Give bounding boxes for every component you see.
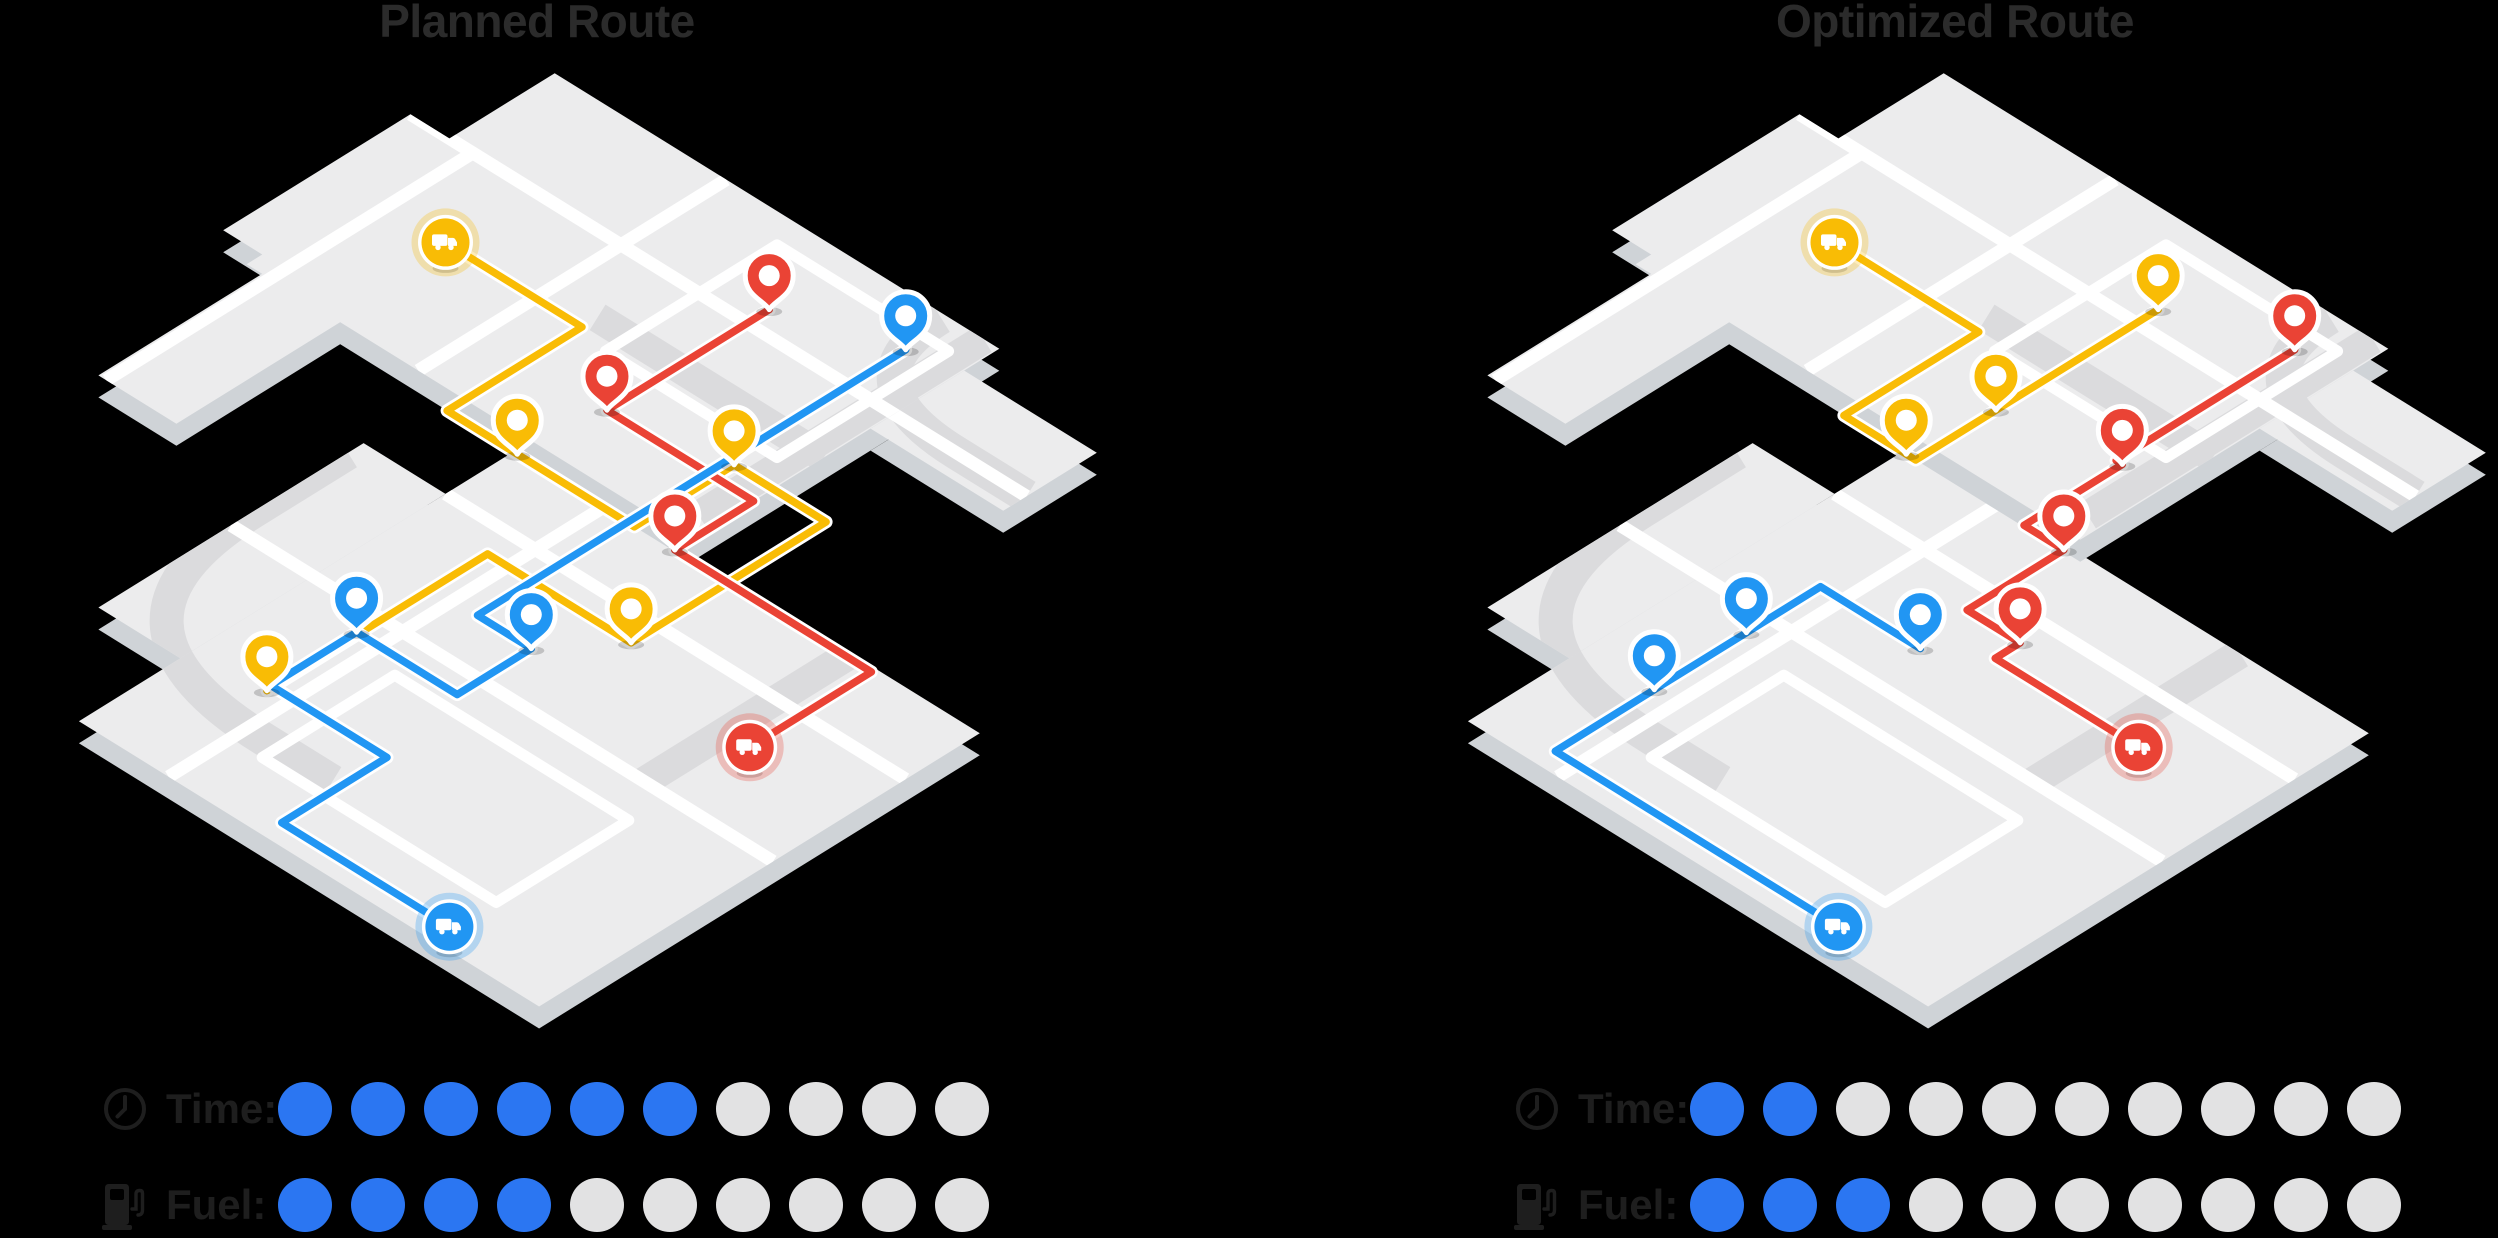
map-pin <box>879 289 933 353</box>
time-dot <box>2128 1082 2182 1136</box>
fuel-dot <box>497 1178 551 1232</box>
fuel-dot <box>570 1178 624 1232</box>
time-dot <box>351 1082 405 1136</box>
time-dot <box>1836 1082 1890 1136</box>
time-dot <box>2347 1082 2401 1136</box>
planned-route-map <box>78 73 1097 1029</box>
fuel-dot <box>862 1178 916 1232</box>
fuel-dot <box>278 1178 332 1232</box>
fuel-dot <box>2128 1178 2182 1232</box>
time-indicator-row: Time: <box>102 1081 989 1137</box>
time-dot <box>935 1082 989 1136</box>
fuel-dot <box>1836 1178 1890 1232</box>
clock-icon <box>1516 1088 1558 1130</box>
map-pin <box>2131 249 2185 313</box>
time-label: Time: <box>166 1085 278 1132</box>
map-pin <box>1719 572 1773 636</box>
map-pin <box>1627 629 1681 693</box>
time-dot <box>570 1082 624 1136</box>
time-dot <box>1982 1082 2036 1136</box>
time-dot <box>1763 1082 1817 1136</box>
fuel-dot <box>716 1178 770 1232</box>
map-pin <box>742 249 796 313</box>
time-label: Time: <box>1578 1085 1690 1132</box>
time-dot <box>789 1082 843 1136</box>
time-dot <box>2055 1082 2109 1136</box>
truck-marker <box>2104 713 2173 782</box>
map-pin <box>330 571 384 635</box>
map-pin <box>604 582 658 646</box>
fuel-dots <box>278 1178 989 1232</box>
fuel-pump-icon <box>102 1184 145 1230</box>
truck-marker <box>715 713 784 782</box>
fuel-pump-icon <box>1514 1184 1557 1230</box>
fuel-indicator-row: Fuel: <box>1514 1177 2401 1233</box>
time-dot <box>278 1082 332 1136</box>
map-pin <box>2268 289 2322 353</box>
fuel-dot <box>2201 1178 2255 1232</box>
fuel-dot <box>643 1178 697 1232</box>
panel-planned-route: Planned Route Time: Fuel: <box>78 0 1097 1233</box>
map-pin <box>2037 489 2091 553</box>
time-dot <box>716 1082 770 1136</box>
time-dot <box>2274 1082 2328 1136</box>
fuel-dot <box>1690 1178 1744 1232</box>
time-dots <box>278 1082 989 1136</box>
time-dot <box>643 1082 697 1136</box>
fuel-dot <box>2055 1178 2109 1232</box>
map-pin <box>580 349 634 413</box>
time-dot <box>1909 1082 1963 1136</box>
fuel-dot <box>424 1178 478 1232</box>
map-pin <box>504 588 558 652</box>
map-pin <box>240 630 294 694</box>
panel-optimized-route: Optimized Route Time: Fuel: <box>1249 0 2498 1238</box>
truck-marker <box>1800 208 1869 277</box>
clock-icon <box>104 1088 146 1130</box>
time-dot <box>2201 1082 2255 1136</box>
time-dot <box>424 1082 478 1136</box>
fuel-label: Fuel: <box>166 1181 267 1228</box>
map-pin <box>1879 393 1933 457</box>
fuel-dot <box>1982 1178 2036 1232</box>
map-pin <box>1993 582 2047 646</box>
page-title: Planned Route <box>379 0 695 47</box>
fuel-dot <box>2347 1178 2401 1232</box>
fuel-dot <box>2274 1178 2328 1232</box>
map-pin <box>1969 349 2023 413</box>
fuel-dot <box>935 1178 989 1232</box>
map-pin <box>490 393 544 457</box>
map-pin <box>2095 403 2149 467</box>
fuel-dots <box>1690 1178 2401 1232</box>
map-pin <box>707 404 761 468</box>
fuel-dot <box>789 1178 843 1232</box>
fuel-dot <box>1763 1178 1817 1232</box>
time-dot <box>862 1082 916 1136</box>
time-dot <box>1690 1082 1744 1136</box>
fuel-dot <box>351 1178 405 1232</box>
truck-marker <box>411 208 480 277</box>
optimized-route-map <box>1467 73 2486 1029</box>
time-dots <box>1690 1082 2401 1136</box>
fuel-indicator-row: Fuel: <box>102 1177 989 1233</box>
fuel-label: Fuel: <box>1578 1181 1679 1228</box>
truck-marker <box>1804 892 1873 961</box>
fuel-dot <box>1909 1178 1963 1232</box>
time-indicator-row: Time: <box>1514 1081 2401 1137</box>
map-pin <box>1893 588 1947 652</box>
page-title: Optimized Route <box>1776 0 2134 47</box>
time-dot <box>497 1082 551 1136</box>
truck-marker <box>415 892 484 961</box>
map-pin <box>648 489 702 553</box>
